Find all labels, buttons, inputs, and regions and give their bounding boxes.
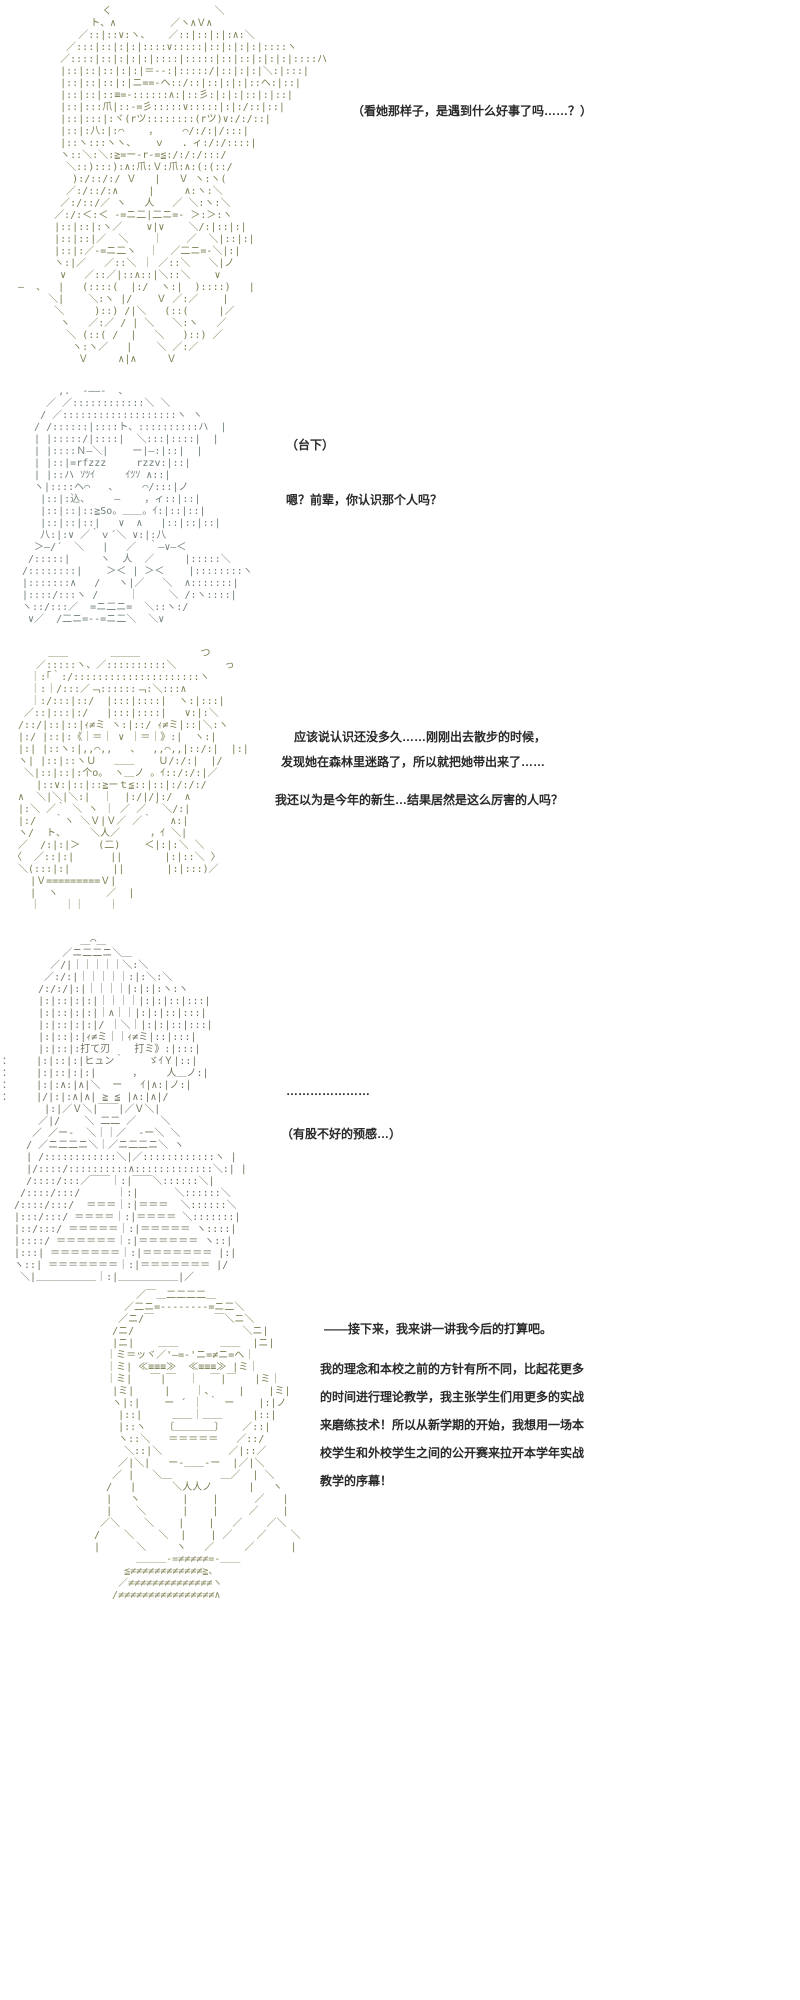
ascii-art-senpai: ＿＿ ＿＿＿ つ ／:::::ヽ、／::::::::::＼ っ ｜:｢｀:/::… xyxy=(12,648,249,911)
dialogue-panel5-paragraph-line4: 校学生和外校学生之间的公开赛来拉开本学年实战 xyxy=(320,1446,585,1460)
dialogue-panel5-paragraph-line1: 我的理念和本校之前的方针有所不同，比起花更多 xyxy=(320,1362,585,1376)
dialogue-panel1-line1: （看她那样子，是遇到什么好事了吗……？） xyxy=(352,104,593,118)
dialogue-panel5-intro: ——接下来，我来讲一讲我今后的打算吧。 xyxy=(324,1322,553,1336)
ascii-art-old-teacher: ／￣＿二二二二＿ ／二ニ=--------=ニ二＼ ／ニ/￣ ￣＼ニ＼ /ニ/ … xyxy=(94,1290,301,1553)
ascii-art-girl-longhair: く ＼ ト、∧ ／ヽ∧Ｖ∧ ／::|::∨:ヽ、 ／::|::|:|:∧:＼ ／… xyxy=(18,6,327,365)
dialogue-panel5-paragraph-line5: 教学的序幕！ xyxy=(320,1474,393,1488)
ascii-art-worried-character: ＿⌒＿ ／ニ二二ニ＼＿ ／/|｜｜｜｜｜＼:＼ ／:/:|｜｜｜｜｜:|:＼:＼… xyxy=(2,936,247,1283)
dialogue-panel5-paragraph-line3: 来磨练技术！所以从新学期的开始，我想用一场本 xyxy=(320,1418,585,1432)
dialogue-panel3-line3: 我还以为是今年的新生…结果居然是这么厉害的人吗？ xyxy=(275,793,564,807)
ascii-art-junior-student: ,. -——- 、 ／ ／::::::::::::＼ ＼ / ／::::::::… xyxy=(22,386,253,625)
dialogue-panel4-line2: （有股不好的预感…） xyxy=(281,1127,402,1141)
dialogue-panel2-line2: 嗯？前辈，你认识那个人吗？ xyxy=(286,493,443,507)
dialogue-panel4-line1: ………………… xyxy=(286,1084,370,1098)
dialogue-panel3-line1: 应该说认识还没多久……刚刚出去散步的时候， xyxy=(294,730,547,744)
dialogue-panel5-paragraph-line2: 的时间进行理论教学，我主张学生们用更多的实战 xyxy=(320,1390,585,1404)
dialogue-panel2-line1: （台下） xyxy=(286,438,335,452)
ascii-art-next-partial: ＿＿＿-=≠≠≠≠≠=-＿＿ ≦≠≠≠≠≠≠≠≠≠≠≠≠≧、 ／≠≠≠≠≠≠≠≠… xyxy=(112,1554,241,1601)
dialogue-panel3-line2: 发现她在森林里迷路了，所以就把她带出来了…… xyxy=(281,755,546,769)
